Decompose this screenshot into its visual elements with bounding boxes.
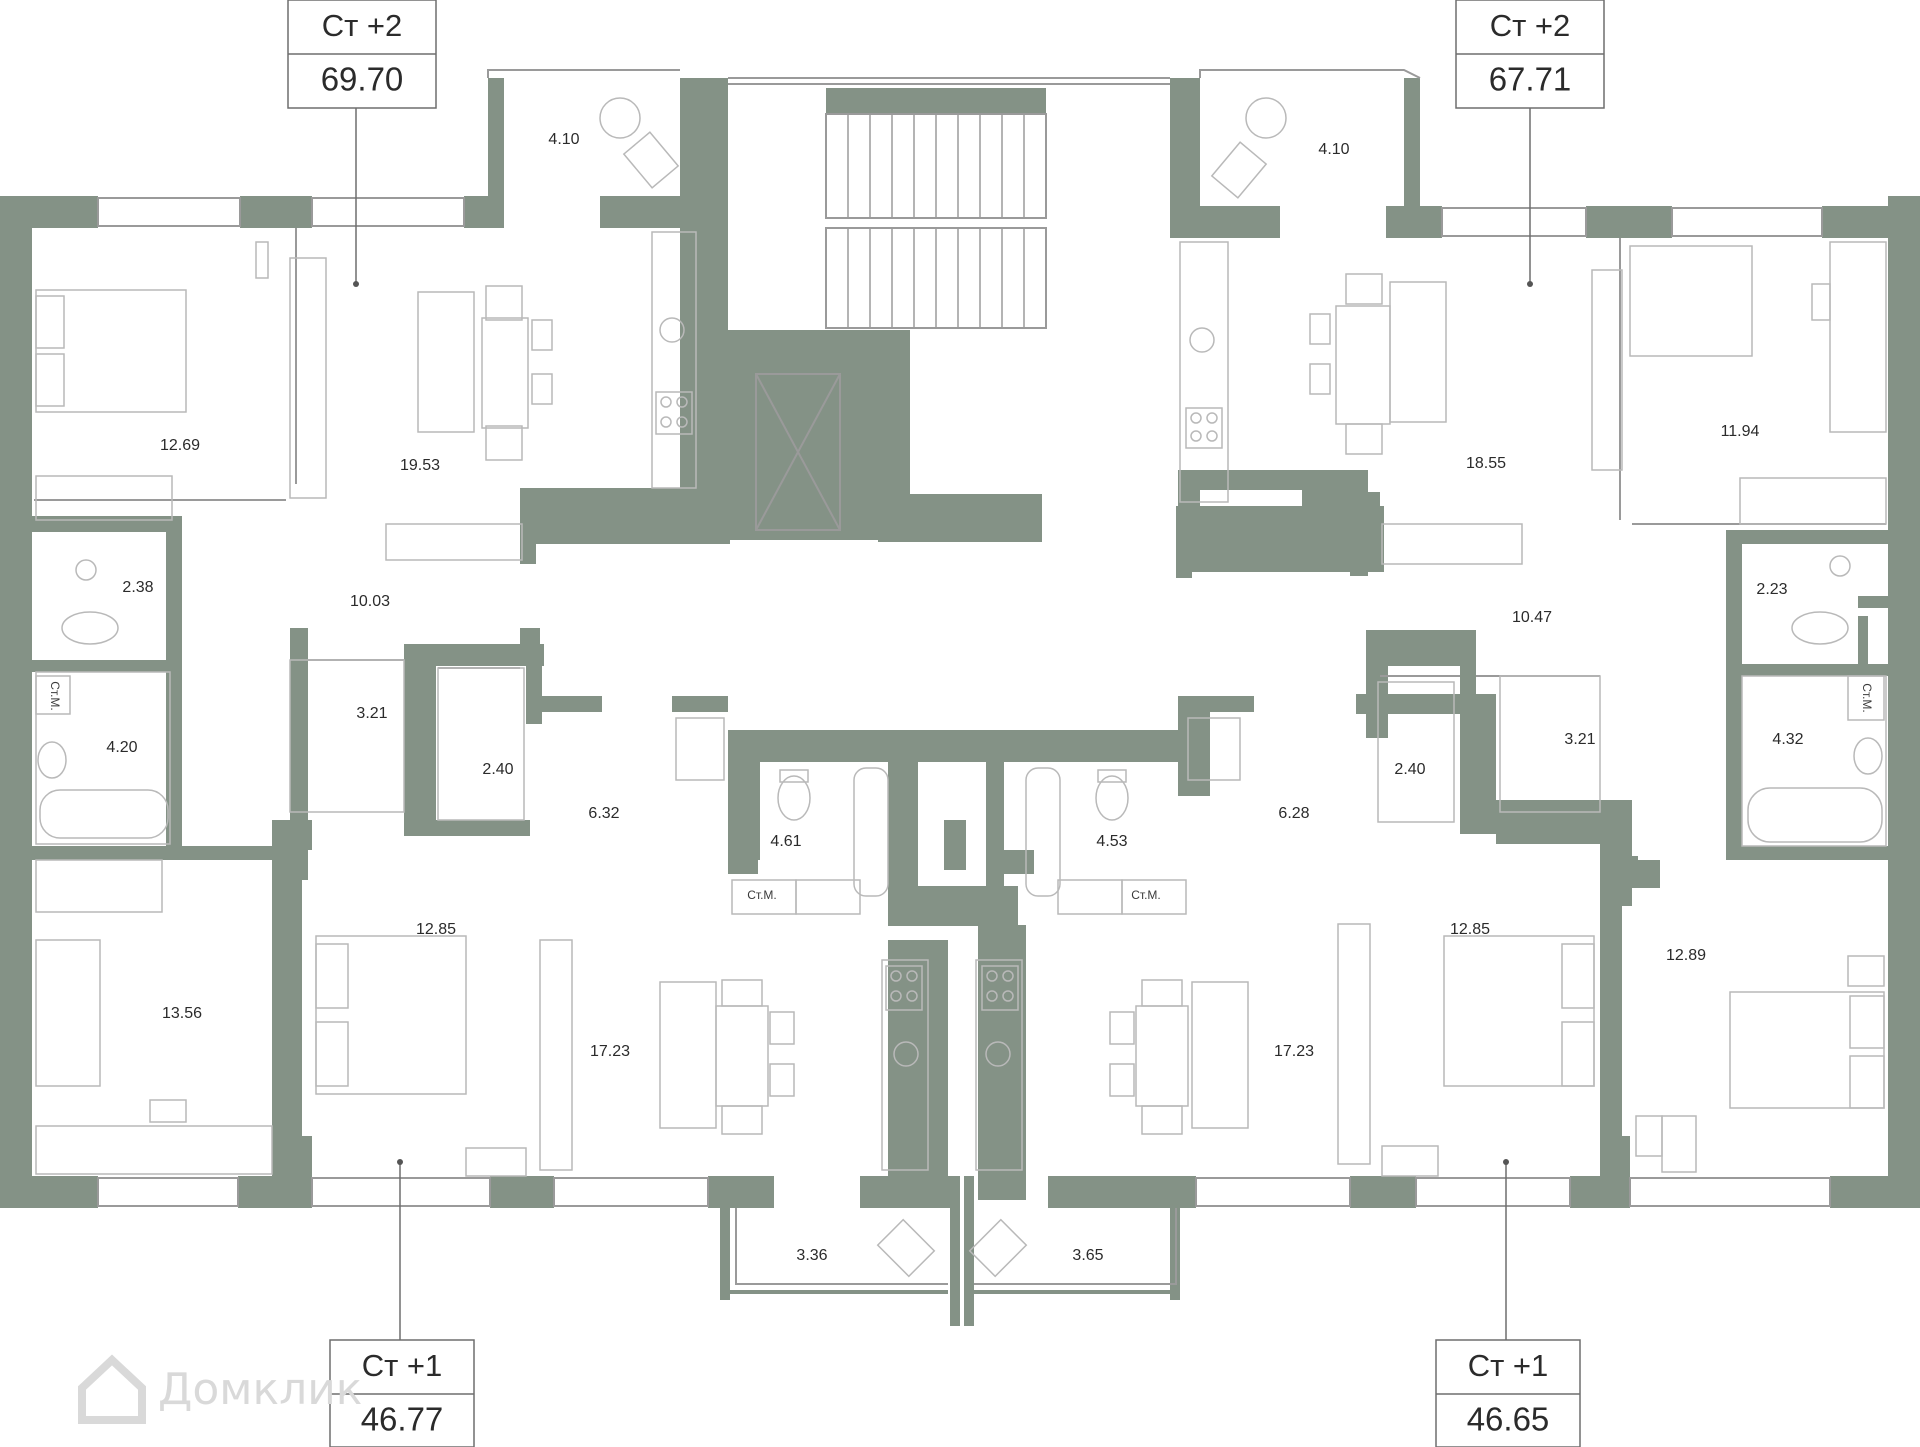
- room-area-label: 6.28: [1278, 805, 1309, 822]
- apartment-area-2: 67.71: [1489, 61, 1572, 98]
- stair-treads: [825, 114, 1047, 328]
- washer-label: Ст.М.: [1860, 683, 1874, 713]
- room-area-label: 4.32: [1772, 731, 1803, 748]
- room-area-label: 19.53: [400, 457, 440, 474]
- room-area-label: 3.65: [1072, 1247, 1103, 1264]
- room-area-label: 12.69: [160, 437, 200, 454]
- room-area-label: 6.32: [588, 805, 619, 822]
- washer-label: Ст.М.: [1131, 888, 1161, 902]
- washer-label: Ст.М.: [48, 681, 62, 711]
- room-area-label: 4.10: [548, 131, 579, 148]
- room-area-label: 18.55: [1466, 455, 1506, 472]
- room-area-label: 2.40: [1394, 761, 1425, 778]
- apartment-type-1: Ст +2: [322, 8, 403, 43]
- tag-dots: [353, 281, 1533, 1165]
- room-area-label: 17.23: [590, 1043, 630, 1060]
- watermark-text: Домклик: [158, 1364, 362, 1415]
- room-area-label: 4.61: [770, 833, 801, 850]
- room-area-label: 12.85: [1450, 921, 1490, 938]
- watermark: Домклик: [78, 1354, 362, 1424]
- apartment-type-3: Ст +1: [362, 1348, 443, 1383]
- room-area-label: 2.23: [1756, 581, 1787, 598]
- room-area-label: 11.94: [1721, 423, 1760, 440]
- room-area-label: 12.85: [416, 921, 456, 938]
- furniture: [35, 97, 1887, 1278]
- room-area-label: 17.23: [1274, 1043, 1314, 1060]
- room-area-label: 3.36: [796, 1247, 827, 1264]
- apartment-type-4: Ст +1: [1468, 1348, 1549, 1383]
- room-area-label: 12.89: [1666, 947, 1706, 964]
- room-area-label: 10.03: [350, 593, 390, 610]
- apartment-area-4: 46.65: [1467, 1401, 1550, 1438]
- room-area-label: 4.10: [1318, 141, 1349, 158]
- apartment-type-2: Ст +2: [1490, 8, 1571, 43]
- room-area-label: 10.47: [1512, 609, 1552, 626]
- washer-label: Ст.М.: [747, 888, 777, 902]
- room-area-label: 3.21: [356, 705, 387, 722]
- room-area-label: 2.40: [482, 761, 513, 778]
- house-logo-icon: [78, 1354, 146, 1424]
- apartment-tags: [287, 0, 1605, 1447]
- room-area-label: 2.38: [122, 579, 153, 596]
- room-area-label: 3.21: [1564, 731, 1595, 748]
- walls: [0, 78, 1920, 1326]
- room-area-label: 13.56: [162, 1005, 202, 1022]
- apartment-area-3: 46.77: [361, 1401, 444, 1438]
- room-area-label: 4.20: [106, 739, 137, 756]
- apartment-area-1: 69.70: [321, 61, 404, 98]
- room-area-label: 4.53: [1096, 833, 1127, 850]
